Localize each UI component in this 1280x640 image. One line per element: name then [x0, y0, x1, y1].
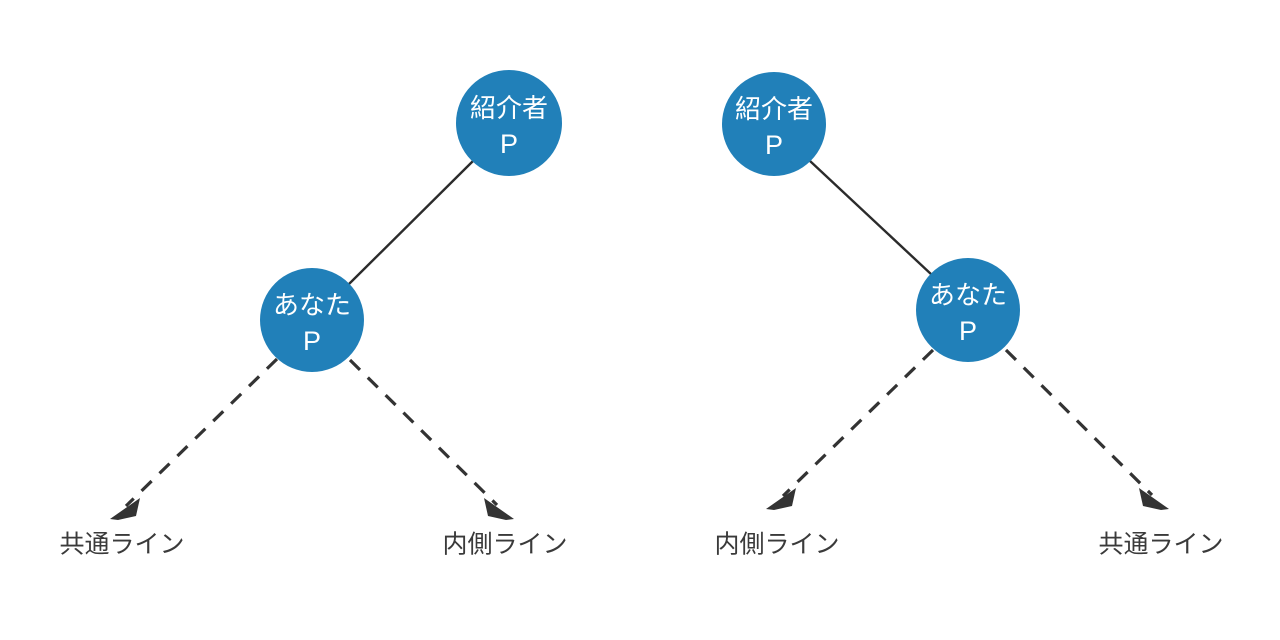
node-left-you[interactable]: あなた P — [260, 268, 364, 372]
left-diagram-group: 紹介者 P あなた P 共通ライン 内側ライン — [59, 70, 568, 559]
right-you-label-line1: あなた — [929, 280, 1007, 310]
right-diagram-group: 紹介者 P あなた P 内側ライン 共通ライン — [714, 72, 1224, 559]
right-referrer-circle — [722, 72, 826, 176]
left-you-label-line2: P — [303, 326, 321, 356]
node-right-referrer[interactable]: 紹介者 P — [722, 72, 826, 176]
left-you-label-line1: あなた — [273, 290, 351, 320]
right-arrowhead-to-inner — [766, 488, 796, 510]
node-left-referrer[interactable]: 紹介者 P — [456, 70, 562, 176]
right-you-circle — [916, 258, 1020, 362]
node-right-you[interactable]: あなた P — [916, 258, 1020, 362]
left-arrowhead-to-inner — [484, 498, 514, 520]
right-arrowhead-to-common — [1139, 488, 1169, 510]
right-referrer-label-line2: P — [765, 130, 783, 160]
right-dashed-arrow-to-common — [1004, 348, 1154, 497]
left-leaf-label-common: 共通ライン — [59, 531, 184, 559]
right-edge-referrer-to-you — [809, 160, 933, 276]
left-dashed-arrow-to-inner — [348, 358, 499, 507]
left-edge-referrer-to-you — [348, 160, 474, 285]
left-referrer-circle — [456, 70, 562, 176]
right-referrer-label-line1: 紹介者 — [735, 94, 813, 124]
left-referrer-label-line1: 紹介者 — [470, 93, 548, 123]
left-arrowhead-to-common — [110, 498, 140, 520]
right-leaf-label-common: 共通ライン — [1098, 531, 1223, 559]
left-leaf-label-inner: 内側ライン — [442, 531, 567, 559]
left-referrer-label-line2: P — [500, 129, 518, 159]
right-you-label-line2: P — [959, 316, 977, 346]
right-dashed-arrow-to-inner — [781, 348, 935, 498]
right-leaf-label-inner: 内側ライン — [714, 531, 839, 559]
left-you-circle — [260, 268, 364, 372]
left-dashed-arrow-to-common — [124, 357, 279, 508]
